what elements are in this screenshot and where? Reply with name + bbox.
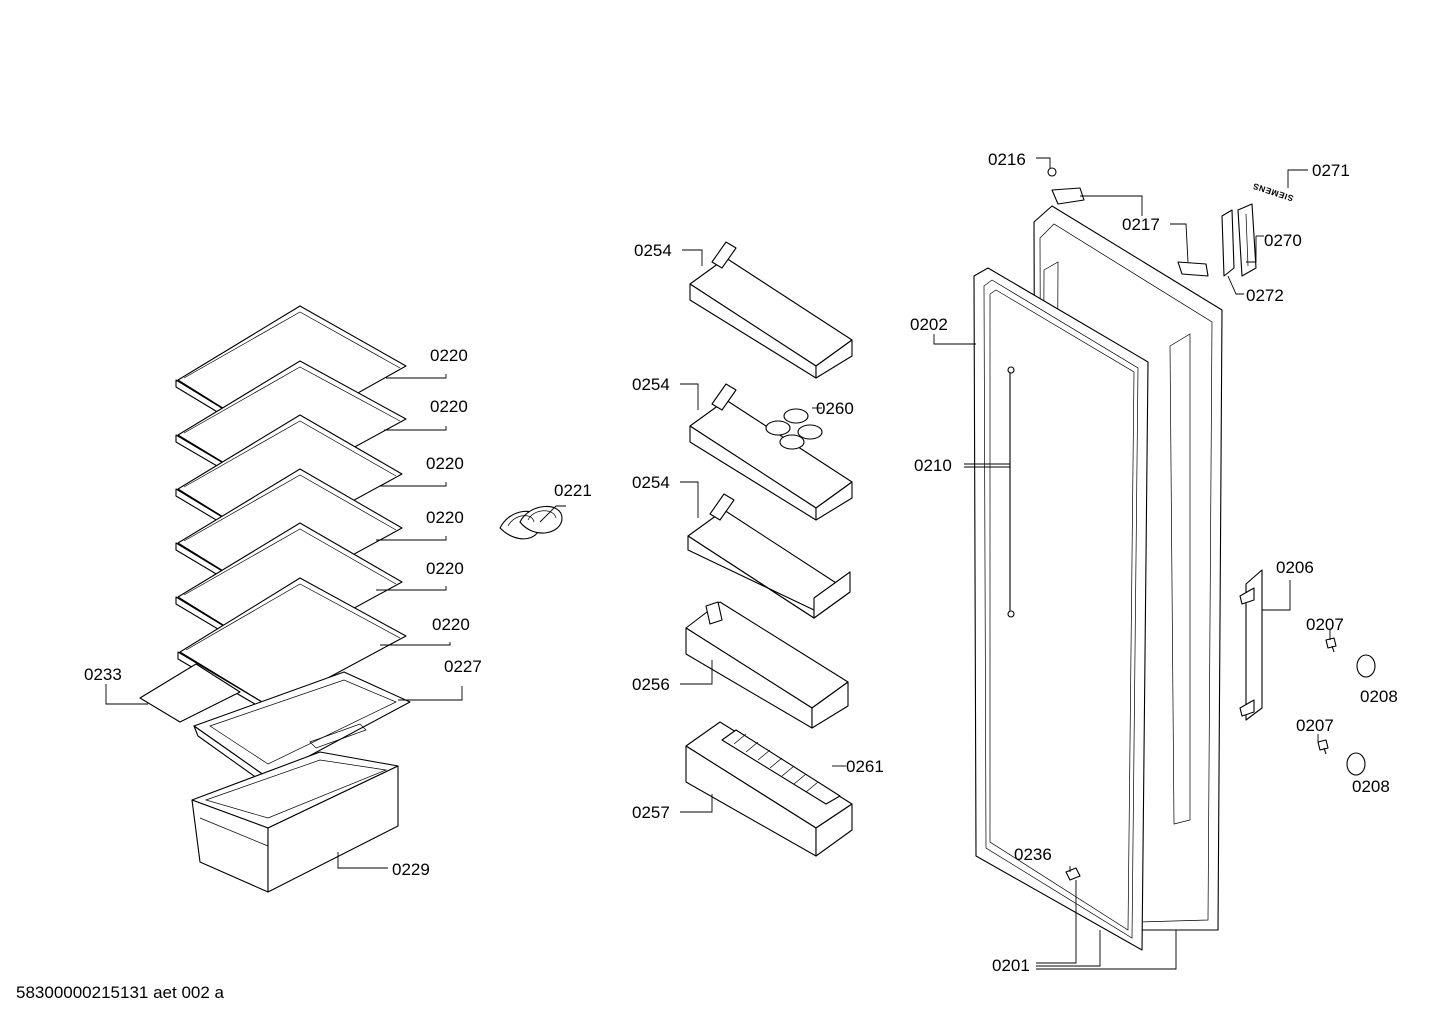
label-0220-3: 0220 (426, 454, 464, 473)
crisper-drawer (191, 751, 399, 893)
label-0207-2: 0207 (1296, 716, 1334, 735)
label-0227: 0227 (444, 657, 482, 676)
label-0221: 0221 (554, 481, 592, 500)
cover-strip-0217-upper (1051, 187, 1085, 205)
drawing-reference-number: 58300000215131 aet 002 a (16, 983, 225, 1002)
label-0206: 0206 (1276, 558, 1314, 577)
label-0207-1: 0207 (1306, 615, 1344, 634)
bottle-divider (721, 729, 841, 805)
cap-upper (1356, 654, 1376, 678)
label-0220-6: 0220 (432, 615, 470, 634)
hinge-rod (1007, 366, 1015, 618)
cover-strip-0217-lower (1177, 261, 1209, 277)
label-0261: 0261 (846, 757, 884, 776)
label-0201: 0201 (992, 956, 1030, 975)
door-gasket (973, 267, 1149, 951)
door-shelf-2 (689, 383, 853, 521)
label-0254-2: 0254 (632, 375, 670, 394)
label-0254-3: 0254 (632, 473, 670, 492)
label-0220-5: 0220 (426, 559, 464, 578)
cap-lower (1346, 752, 1366, 776)
screw-upper (1325, 637, 1337, 653)
label-0272: 0272 (1246, 286, 1284, 305)
door-shelf-1 (689, 241, 853, 379)
label-0220-4: 0220 (426, 508, 464, 527)
label-0254-1: 0254 (634, 241, 672, 260)
label-0220-2: 0220 (430, 397, 468, 416)
label-0208-2: 0208 (1352, 777, 1390, 796)
label-0257: 0257 (632, 803, 670, 822)
leader-lines (105, 157, 1331, 970)
label-0229: 0229 (392, 860, 430, 879)
label-0220-1: 0220 (430, 346, 468, 365)
screw-lower (1317, 739, 1329, 755)
label-0210: 0210 (914, 456, 952, 475)
label-0271: 0271 (1312, 161, 1350, 180)
label-0216: 0216 (988, 150, 1026, 169)
handle-bracket-0270 (1237, 203, 1257, 277)
label-0233: 0233 (84, 665, 122, 684)
label-0270: 0270 (1264, 231, 1302, 250)
door-shelf-3 (687, 493, 851, 619)
door-shelf-tall (685, 601, 849, 729)
label-0236: 0236 (1014, 845, 1052, 864)
door-handle (1239, 569, 1263, 721)
label-0217: 0217 (1122, 215, 1160, 234)
handle-cover-0272 (1221, 209, 1235, 277)
label-0202: 0202 (910, 315, 948, 334)
crisper-cover (193, 671, 411, 787)
part-labels: 0220 0220 0220 0220 0220 0220 0227 0229 … (84, 150, 1398, 975)
label-0260: 0260 (816, 399, 854, 418)
door-shelf-bottle (685, 721, 853, 857)
catch-0236 (1065, 867, 1081, 881)
shelf-clips (499, 505, 563, 540)
cover-plate (139, 663, 241, 723)
label-0256: 0256 (632, 675, 670, 694)
label-0208-1: 0208 (1360, 687, 1398, 706)
egg-tray (765, 408, 823, 450)
cap-0216 (1047, 167, 1057, 177)
